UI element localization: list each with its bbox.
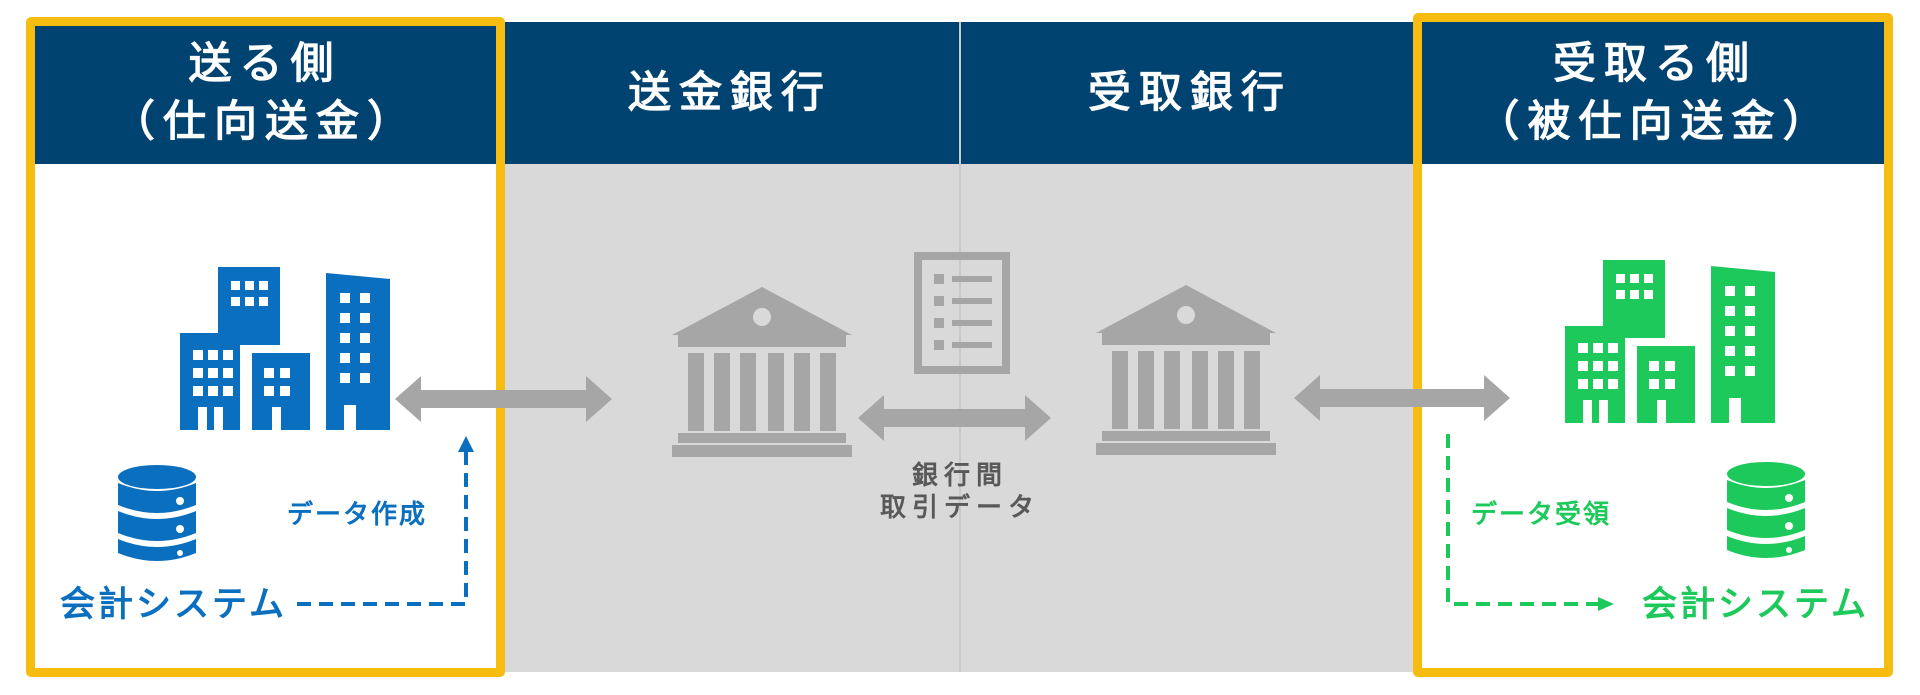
bank-icon bbox=[672, 287, 852, 457]
sender-accounting-label: 会計システム bbox=[60, 585, 287, 625]
bank-to-receiver-arrow bbox=[1294, 375, 1510, 421]
receiver-subtitle: （被仕向送金） bbox=[1476, 97, 1834, 147]
document-icon bbox=[914, 252, 1010, 374]
sending-bank-header: 送金銀行 bbox=[500, 22, 960, 164]
receiving-bank-title: 受取銀行 bbox=[1088, 68, 1292, 118]
interbank-arrow bbox=[858, 395, 1051, 441]
receiver-accounting-label: 会計システム bbox=[1642, 585, 1869, 625]
sender-subtitle: （仕向送金） bbox=[112, 97, 418, 147]
sender-flow-label: データ作成 bbox=[287, 500, 428, 530]
interbank-label-line1: 銀行間 bbox=[911, 461, 1008, 491]
bank-icon bbox=[1096, 285, 1276, 455]
receiver-header: 受取る側 （被仕向送金） bbox=[1420, 22, 1890, 164]
database-icon bbox=[118, 465, 196, 561]
sender-title: 送る側 bbox=[188, 39, 342, 89]
receiver-flow-label: データ受領 bbox=[1471, 500, 1612, 530]
database-icon bbox=[1727, 462, 1805, 558]
sender-column: 送る側 （仕向送金） bbox=[30, 22, 500, 672]
office-building-icon bbox=[180, 267, 390, 430]
receiver-title: 受取る側 bbox=[1553, 39, 1757, 89]
receiver-column: 受取る側 （被仕向送金） bbox=[1420, 22, 1890, 672]
sender-to-bank-arrow bbox=[395, 376, 612, 422]
receiver-highlight-frame bbox=[1413, 13, 1893, 677]
office-building-icon bbox=[1565, 260, 1775, 423]
sender-highlight-frame bbox=[26, 17, 505, 677]
sender-header: 送る側 （仕向送金） bbox=[30, 22, 500, 164]
interbank-label-line2: 取引データ bbox=[879, 493, 1040, 523]
sending-bank-title: 送金銀行 bbox=[628, 68, 832, 118]
receiving-bank-header: 受取銀行 bbox=[960, 22, 1420, 164]
